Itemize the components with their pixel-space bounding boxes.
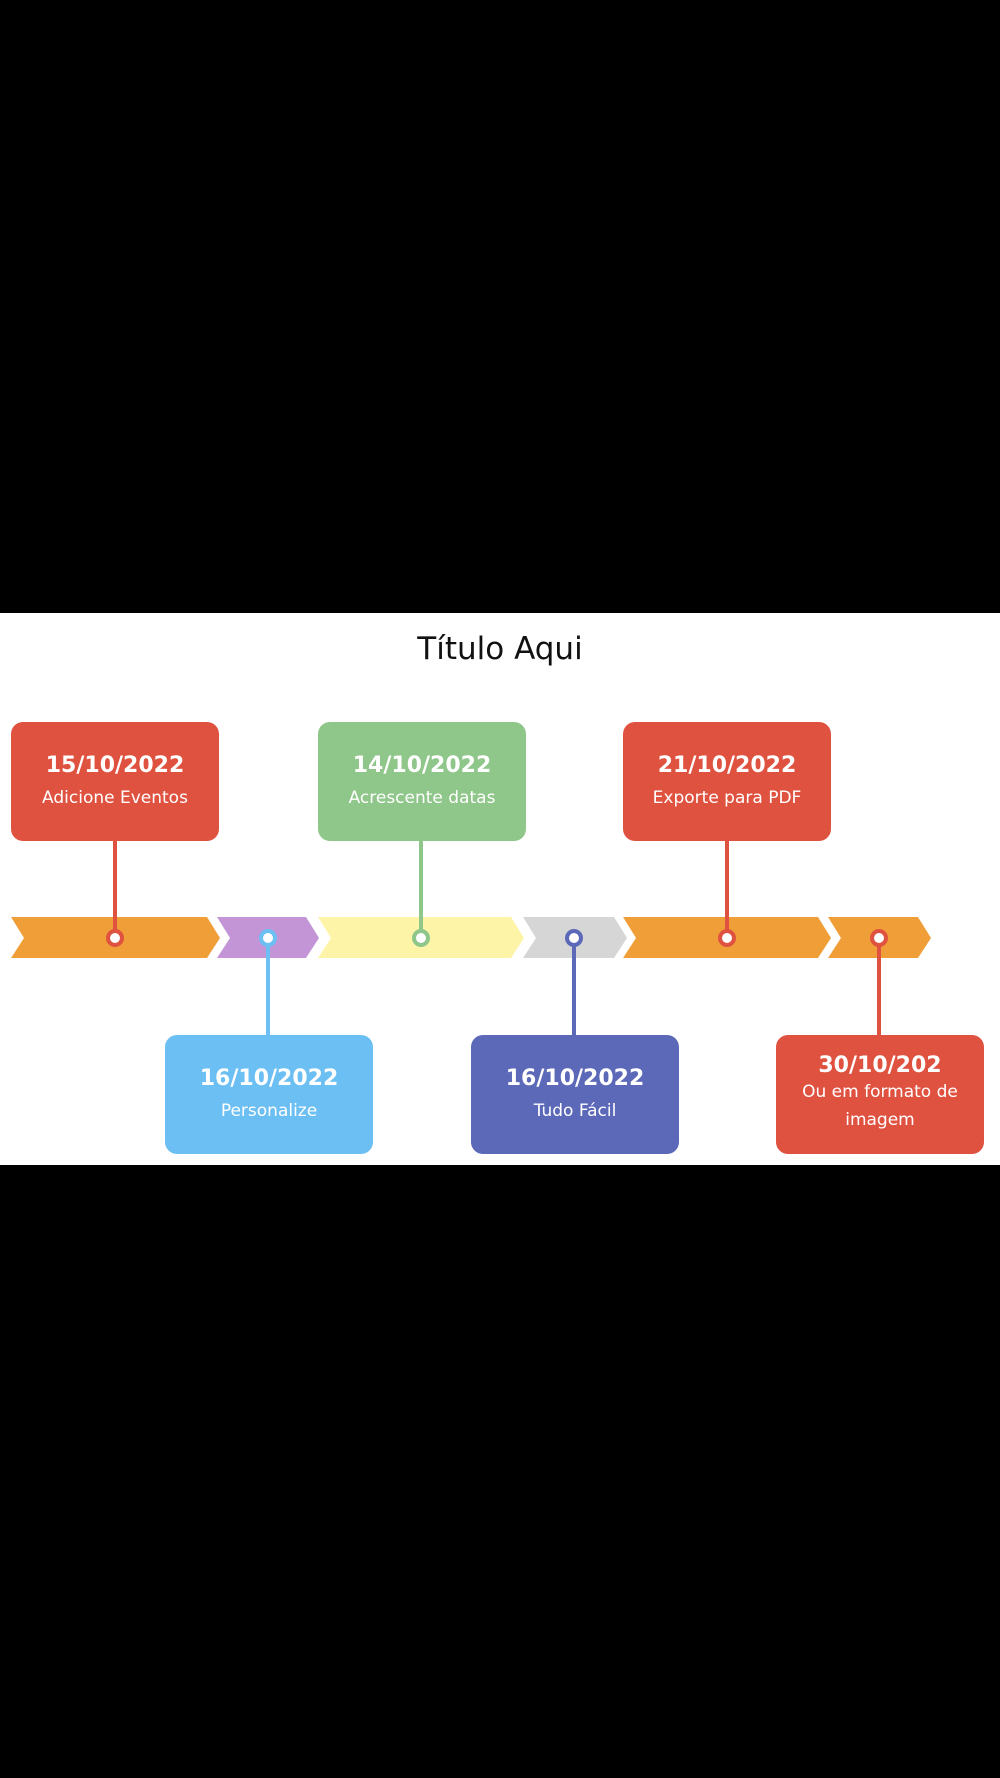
event-label: Exporte para PDF [652, 788, 802, 808]
timeline-band [11, 841, 931, 1035]
event-date: 30/10/202 [818, 1053, 942, 1078]
event-marker [565, 929, 583, 947]
event-date: 16/10/2022 [505, 1066, 645, 1091]
event-marker [259, 929, 277, 947]
timeline-canvas: Título Aqui 15/10/2022 Adicione Eventos … [0, 613, 1000, 1165]
event-label: Adicione Eventos [42, 788, 188, 808]
event-marker [870, 929, 888, 947]
event-marker [718, 929, 736, 947]
event-date: 15/10/2022 [45, 753, 185, 778]
event-label: Acrescente datas [348, 788, 496, 808]
event-date: 16/10/2022 [199, 1066, 339, 1091]
event-box-6[interactable]: 30/10/202 Ou em formato de imagem [776, 1035, 984, 1154]
event-box-5[interactable]: 21/10/2022 Exporte para PDF [623, 722, 831, 841]
event-box-1[interactable]: 15/10/2022 Adicione Eventos [11, 722, 219, 841]
event-box-2[interactable]: 16/10/2022 Personalize [165, 1035, 373, 1154]
event-date: 21/10/2022 [657, 753, 797, 778]
event-marker [412, 929, 430, 947]
event-box-3[interactable]: 14/10/2022 Acrescente datas [318, 722, 526, 841]
event-marker [106, 929, 124, 947]
timeline-title: Título Aqui [417, 631, 583, 667]
event-label: Personalize [220, 1101, 318, 1121]
event-label: Ou em formato de imagem [802, 1082, 958, 1130]
event-box-4[interactable]: 16/10/2022 Tudo Fácil [471, 1035, 679, 1154]
event-date: 14/10/2022 [352, 753, 492, 778]
event-label: Tudo Fácil [533, 1101, 617, 1121]
